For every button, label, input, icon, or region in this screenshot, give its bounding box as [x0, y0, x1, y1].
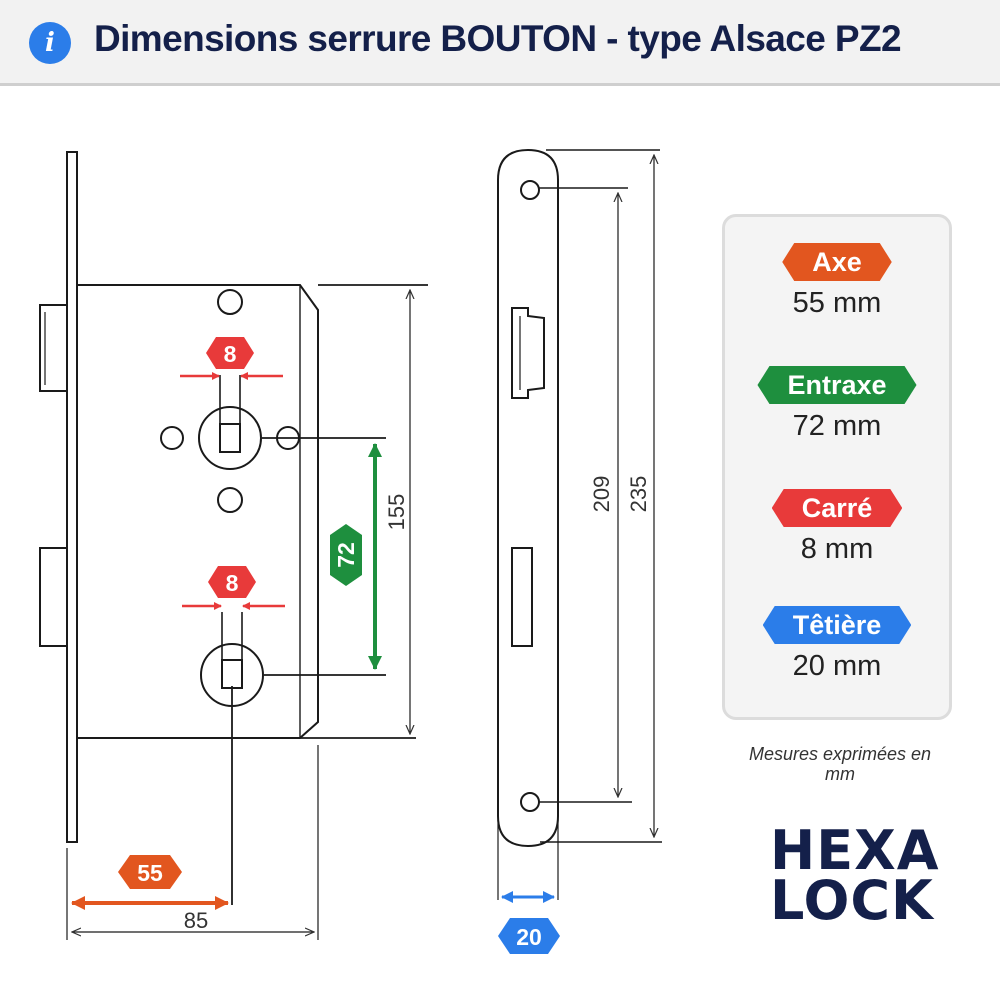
screw-hole	[160, 426, 184, 450]
faceplate-screw-hole	[520, 792, 540, 812]
thumbturn-square	[221, 659, 243, 689]
faceplate-side	[497, 148, 559, 848]
page-title: Dimensions serrure BOUTON - type Alsace …	[94, 18, 902, 59]
spec-carre-label: Carré	[772, 489, 903, 527]
side-dimension-lines	[497, 149, 662, 900]
info-icon: i	[29, 22, 71, 64]
latch-bolt	[39, 304, 68, 392]
tetiere-label: 20	[516, 924, 542, 950]
carre-badge-bottom: 8	[208, 566, 256, 598]
faceplate-screw-hole	[520, 180, 540, 200]
axe-badge: 55	[118, 855, 182, 889]
hexalock-logo: HEXA LOCK	[770, 819, 940, 932]
spec-tetiere: Têtière 20 mm	[725, 606, 949, 683]
carre-badge-top: 8	[206, 337, 254, 369]
front-dimension-lines	[66, 284, 428, 940]
lock-side-view	[497, 148, 559, 848]
screw-hole	[217, 289, 243, 315]
tetiere-badge: 20	[498, 918, 560, 954]
carre-bottom-label: 8	[226, 570, 239, 596]
faceplate-edge	[66, 151, 78, 843]
spec-axe-label: Axe	[782, 243, 892, 281]
spec-carre: Carré 8 mm	[725, 489, 949, 566]
spec-tetiere-value: 20 mm	[792, 650, 882, 682]
carre-top-label: 8	[224, 341, 237, 367]
screw-hole	[217, 487, 243, 513]
body-height-label: 155	[384, 494, 409, 531]
faceplate-length-label: 235	[626, 476, 651, 513]
dead-bolt-side	[511, 547, 533, 647]
spec-tetiere-label: Têtière	[763, 606, 912, 644]
lock-front-view	[39, 151, 319, 843]
follower-square	[219, 423, 241, 453]
dead-bolt	[39, 547, 68, 647]
spec-entraxe-value: 72 mm	[792, 410, 882, 442]
spec-panel: Axe 55 mm Entraxe 72 mm Carré 8 mm Têtiè…	[722, 214, 952, 720]
spec-axe: Axe 55 mm	[725, 243, 949, 320]
spec-axe-value: 55 mm	[792, 287, 882, 319]
spec-carre-value: 8 mm	[800, 533, 874, 565]
units-note: Mesures exprimées en mm	[748, 744, 932, 784]
axe-label: 55	[137, 860, 163, 886]
carre-dimension-arrows	[180, 372, 285, 610]
entraxe-badge: 72	[330, 524, 362, 586]
logo-line-2: LOCK	[770, 869, 934, 932]
page-header: i Dimensions serrure BOUTON - type Alsac…	[0, 0, 1000, 86]
body-width-label: 85	[184, 908, 208, 933]
latch-side	[511, 307, 545, 399]
follower-hub	[198, 406, 262, 470]
spec-entraxe-label: Entraxe	[757, 366, 916, 404]
spec-entraxe: Entraxe 72 mm	[725, 366, 949, 443]
hole-spacing-label: 209	[589, 476, 614, 513]
lock-case	[77, 284, 319, 739]
logo-line-1: HEXA	[770, 819, 940, 882]
entraxe-label: 72	[333, 542, 359, 568]
